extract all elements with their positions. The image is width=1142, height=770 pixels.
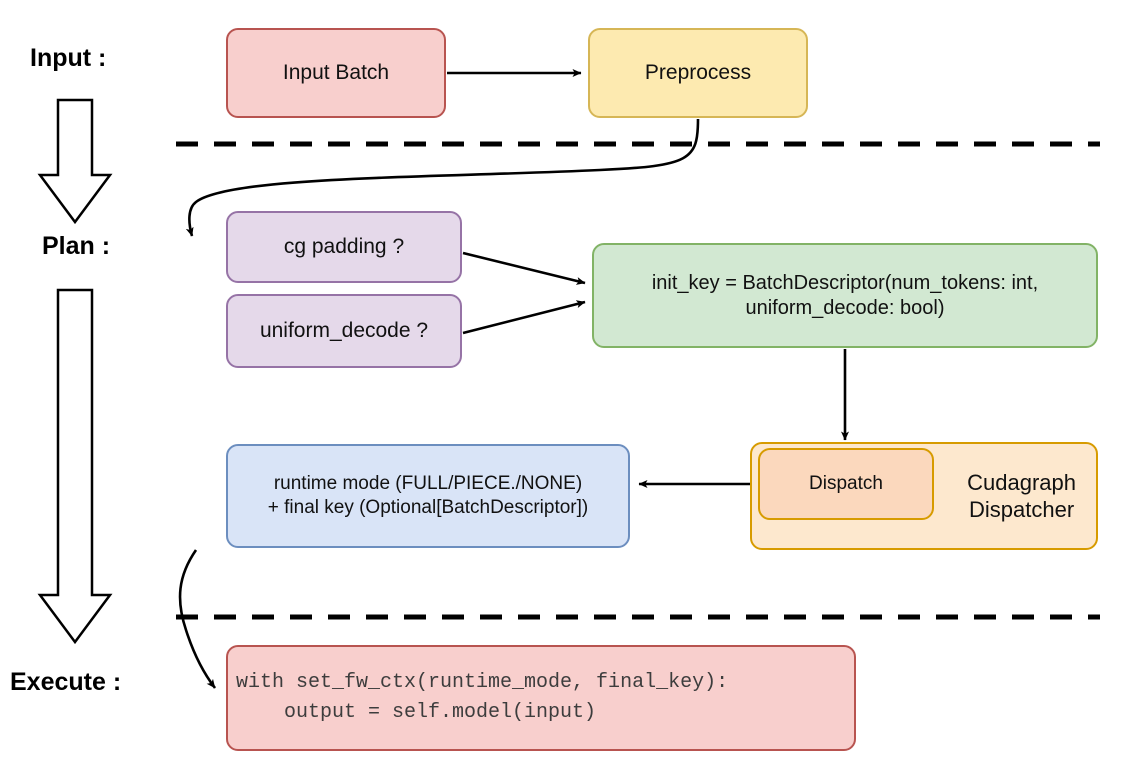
node-dispatch[interactable]: Dispatch bbox=[758, 448, 934, 520]
node-code-block[interactable]: with set_fw_ctx(runtime_mode, final_key)… bbox=[226, 645, 856, 751]
stage-label-input: Input : bbox=[30, 44, 107, 72]
stage-flow-arrow-lower bbox=[37, 288, 113, 645]
node-runtime-mode-label: runtime mode (FULL/PIECE./NONE) + final … bbox=[267, 473, 589, 518]
node-cg-padding-label: cg padding ? bbox=[283, 234, 405, 258]
node-cg-padding[interactable]: cg padding ? bbox=[226, 211, 462, 283]
node-init-key[interactable]: init_key = BatchDescriptor(num_tokens: i… bbox=[592, 243, 1098, 348]
stage-label-execute: Execute : bbox=[10, 668, 122, 696]
node-preprocess-label: Preprocess bbox=[644, 60, 752, 84]
node-init-key-label: init_key = BatchDescriptor(num_tokens: i… bbox=[651, 271, 1039, 319]
node-preprocess[interactable]: Preprocess bbox=[588, 28, 808, 118]
node-uniform-decode[interactable]: uniform_decode ? bbox=[226, 294, 462, 368]
edge-runtime-mode-to-code-block bbox=[178, 549, 217, 689]
node-input-batch-label: Input Batch bbox=[282, 60, 390, 84]
edge-cg-padding-to-init-key bbox=[462, 251, 586, 285]
node-dispatch-label: Dispatch bbox=[809, 473, 883, 495]
stage-label-plan: Plan : bbox=[42, 232, 111, 260]
node-input-batch[interactable]: Input Batch bbox=[226, 28, 446, 118]
stage-flow-arrow-upper bbox=[37, 98, 113, 225]
node-runtime-mode[interactable]: runtime mode (FULL/PIECE./NONE) + final … bbox=[226, 444, 630, 548]
node-cudagraph-dispatcher-label: Cudagraph Dispatcher bbox=[967, 469, 1076, 523]
node-uniform-decode-label: uniform_decode ? bbox=[259, 318, 429, 342]
node-code-block-text: with set_fw_ctx(runtime_mode, final_key)… bbox=[236, 671, 729, 724]
edge-uniform-decode-to-init-key bbox=[462, 300, 586, 335]
